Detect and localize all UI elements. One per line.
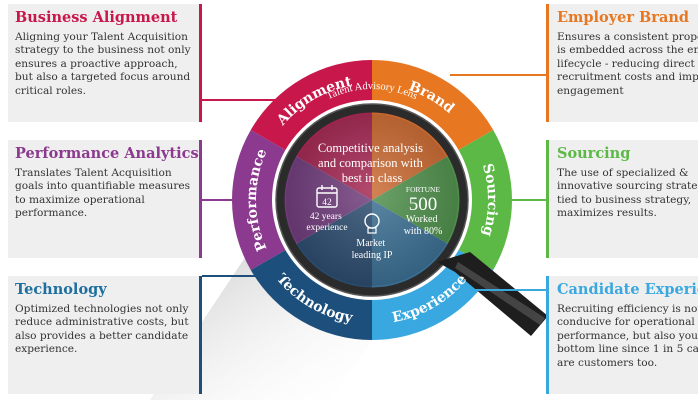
card-body: Ensures a consistent proposi is embedded…	[549, 31, 698, 98]
card-body: The use of specialized & innovative sour…	[549, 167, 698, 221]
card-body: Aligning your Talent Acquisition strateg…	[15, 31, 191, 97]
ring-segment-technology	[250, 250, 372, 340]
fortune-label: FORTUNE	[406, 185, 441, 194]
lens-rim	[275, 103, 469, 297]
lightbulb-icon	[364, 213, 380, 234]
body-line: The use of specialized &	[557, 167, 689, 179]
body-line: tied to business strategy,	[557, 193, 692, 206]
ring-segment-brand	[372, 60, 494, 150]
card-body: Optimized technologies not only reduce a…	[15, 303, 189, 356]
body-line: bottom line since 1 in 5 cand	[557, 343, 698, 356]
body-line: maximizes results.	[557, 207, 657, 220]
card-sourcing: Sourcing The use of specialized & innova…	[546, 140, 698, 258]
card-body: Translates Talent Acquisition goals into…	[15, 167, 191, 220]
lens-rim-highlight	[275, 103, 469, 297]
card-body: Recruiting efficiency is not o conducive…	[549, 303, 698, 370]
body-line: Recruiting efficiency is not o	[557, 303, 698, 315]
ring-segment-alignment	[250, 60, 372, 150]
card-title: Business Alignment	[15, 9, 178, 26]
body-line: are customers too.	[557, 356, 658, 369]
ring-segment-sourcing	[458, 130, 512, 270]
inner-shade	[286, 114, 458, 286]
svg-text:42: 42	[322, 198, 332, 208]
market-leading-ip-text: Market leading IP	[352, 238, 393, 261]
card-technology: Technology Optimized technologies not on…	[8, 276, 202, 394]
worked-with-text: Worked with 80%	[404, 214, 443, 237]
card-employer-brand: Employer Brand Ensures a consistent prop…	[546, 4, 698, 122]
body-line: innovative sourcing strategie	[557, 180, 698, 193]
ring-segment-performance	[232, 130, 286, 270]
fortune-500-number: 500	[409, 194, 438, 215]
card-title: Candidate Experier	[557, 281, 698, 298]
segment-label-sourcing: Sourcing	[479, 162, 500, 238]
card-performance-analytics: Performance Analytics Translates Talent …	[8, 140, 202, 258]
body-line: engagement	[557, 84, 624, 97]
body-line: conducive for operational	[557, 316, 695, 329]
card-title: Performance Analytics	[15, 145, 199, 162]
years-experience-text: 42 years experience	[306, 212, 347, 233]
card-title: Employer Brand	[557, 9, 690, 26]
card-business-alignment: Business Alignment Aligning your Talent …	[8, 4, 202, 122]
card-title: Technology	[15, 281, 107, 298]
calendar-icon: 42	[316, 185, 338, 208]
lens-shadow	[150, 250, 380, 400]
body-line: is embedded across the emp	[557, 44, 698, 57]
body-line: Ensures a consistent proposi	[557, 31, 698, 43]
lens-handle-highlight	[455, 262, 545, 325]
card-title: Sourcing	[557, 145, 631, 162]
body-line: recruitment costs and impro	[557, 71, 698, 84]
body-line: performance, but also your	[557, 329, 698, 342]
competitive-analysis-text: Competitive analysis and comparison with…	[318, 141, 426, 185]
body-line: lifecycle - reducing direct	[557, 57, 695, 70]
card-candidate-experience: Candidate Experier Recruiting efficiency…	[546, 276, 698, 394]
